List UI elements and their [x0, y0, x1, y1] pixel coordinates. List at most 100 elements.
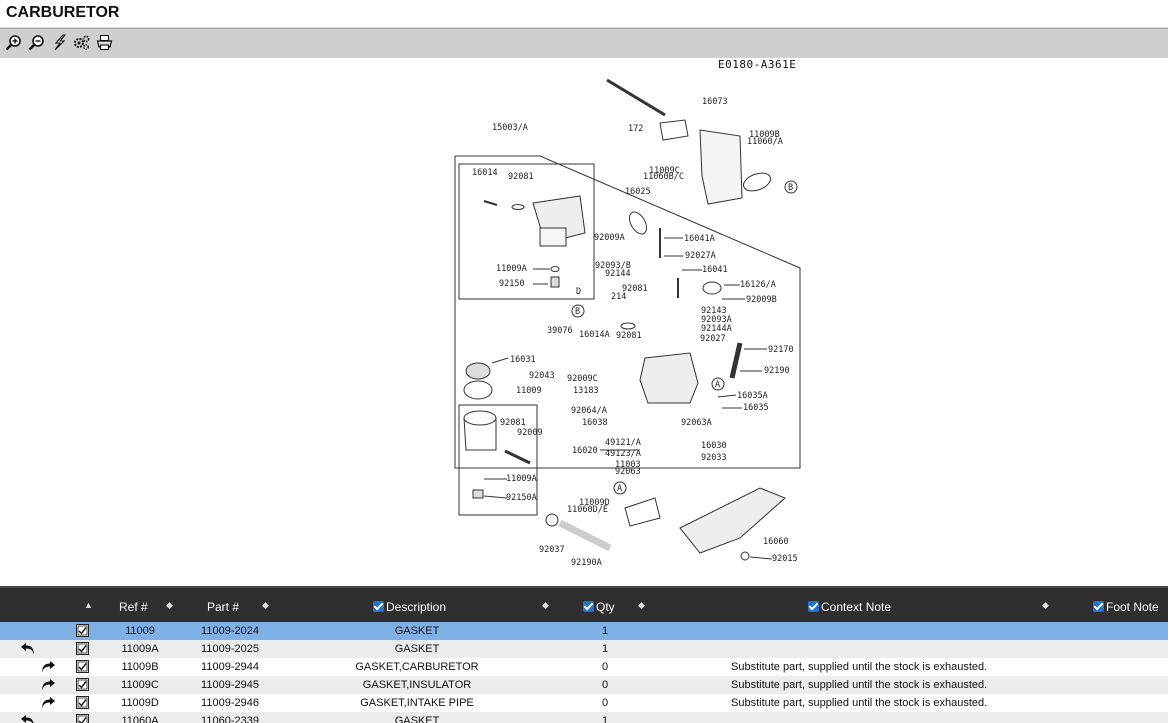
header-description[interactable]: Description — [373, 600, 446, 614]
diagram-callout[interactable]: A — [715, 380, 720, 390]
part-details-icon[interactable] — [76, 624, 89, 637]
diagram-callout[interactable]: 16041 — [702, 265, 728, 275]
diagram-callout[interactable]: 92043 — [529, 371, 555, 381]
zoom-in-icon[interactable] — [5, 34, 22, 51]
diagram-callout[interactable]: 49121/A — [605, 438, 641, 448]
header-part[interactable]: Part # — [207, 600, 240, 614]
diagram-callout[interactable]: 92144A — [701, 324, 732, 334]
diagram-callout[interactable]: 11060B/C — [643, 172, 684, 182]
diagram-callout[interactable]: 92037 — [539, 545, 565, 555]
diagram-callout[interactable]: 92093/B — [595, 261, 631, 271]
diagram-callout[interactable]: 92143 — [701, 306, 727, 316]
header-context-note[interactable]: Context Note — [808, 600, 891, 614]
diagram-callout[interactable]: 92063A — [681, 418, 712, 428]
part-details-icon[interactable] — [76, 660, 89, 673]
diagram-callout[interactable]: 92190 — [764, 366, 790, 376]
diagram-callout[interactable]: 92081 — [616, 331, 642, 341]
zoom-out-icon[interactable] — [28, 34, 45, 51]
highlight-icon[interactable] — [51, 34, 68, 51]
diagram-callout[interactable]: 11009 — [516, 386, 542, 396]
diagram-callout[interactable]: 92081 — [508, 172, 534, 182]
diagram-callout[interactable]: 11009A — [496, 264, 527, 274]
diagram-callout[interactable]: 13183 — [573, 386, 599, 396]
sort-icon[interactable]: ◆ — [166, 600, 173, 610]
checkbox-icon[interactable] — [373, 601, 384, 612]
diagram-callout[interactable]: 16020 — [572, 446, 598, 456]
substitute-back-arrow-icon[interactable] — [20, 641, 38, 656]
sort-icon[interactable]: ◆ — [262, 600, 269, 610]
diagram-callout[interactable]: 11003 — [615, 460, 641, 470]
sort-icon[interactable]: ◆ — [542, 600, 549, 610]
diagram-callout[interactable]: 11009A — [506, 474, 537, 484]
sort-icon[interactable]: ▲︎ — [84, 600, 93, 610]
diagram-callout[interactable]: 92093A — [701, 315, 732, 325]
diagram-callout[interactable]: 11009B — [749, 130, 780, 140]
diagram-callout[interactable]: 16014A — [579, 330, 610, 340]
diagram-callout[interactable]: 11009C — [649, 166, 680, 176]
diagram-callout[interactable]: 92063 — [615, 467, 641, 477]
diagram-callout[interactable]: 16025 — [625, 187, 651, 197]
header-foot-note[interactable]: Foot Note — [1093, 600, 1159, 614]
diagram-callout[interactable]: 92009A — [594, 233, 625, 243]
diagram-callout[interactable]: 11060D/E — [567, 505, 608, 515]
diagram-callout[interactable]: 172 — [628, 124, 643, 134]
diagram-callout[interactable]: 92027 — [700, 334, 726, 344]
diagram-callout[interactable]: 16126/A — [740, 280, 776, 290]
diagram-callout[interactable]: 11060/A — [747, 137, 783, 147]
checkbox-icon[interactable] — [583, 601, 594, 612]
diagram-callout[interactable]: 16014 — [472, 168, 498, 178]
diagram-callout[interactable]: A — [617, 484, 622, 494]
diagram-callout[interactable]: 16031 — [510, 355, 536, 365]
diagram-callout[interactable]: 214 — [611, 292, 626, 302]
diagram-callout[interactable]: 49123/A — [605, 449, 641, 459]
diagram-callout[interactable]: 92150A — [506, 493, 537, 503]
diagram-callout[interactable]: 11009D — [579, 498, 610, 508]
diagram-callout[interactable]: 15003/A — [492, 123, 528, 133]
diagram-callout[interactable]: 16073 — [702, 97, 728, 107]
sort-icon[interactable]: ◆ — [1042, 600, 1049, 610]
part-details-icon[interactable] — [76, 696, 89, 709]
diagram-callout[interactable]: D — [576, 287, 581, 297]
diagram-callout[interactable]: 16041A — [684, 234, 715, 244]
exploded-parts-diagram[interactable]: E0180-A361E — [0, 58, 1168, 586]
diagram-callout[interactable]: 92027A — [685, 251, 716, 261]
diagram-callout[interactable]: B — [575, 307, 580, 317]
checkbox-icon[interactable] — [808, 601, 819, 612]
diagram-callout[interactable]: 92033 — [701, 453, 727, 463]
diagram-callout[interactable]: 16035A — [737, 391, 768, 401]
sort-icon[interactable]: ◆ — [638, 600, 645, 610]
diagram-callout[interactable]: 92064/A — [571, 406, 607, 416]
diagram-callout[interactable]: 16030 — [701, 441, 727, 451]
diagram-callout[interactable]: 92009 — [517, 428, 543, 438]
part-details-icon[interactable] — [76, 714, 89, 723]
diagram-callout[interactable]: 92081 — [622, 284, 648, 294]
diagram-callout[interactable]: 39076 — [547, 326, 573, 336]
diagram-callout[interactable]: 92015 — [772, 554, 798, 564]
diagram-callout[interactable]: 92144 — [605, 269, 631, 279]
diagram-callout[interactable]: 16060 — [763, 537, 789, 547]
diagram-callout[interactable]: B — [788, 183, 793, 193]
header-qty[interactable]: Qty — [583, 600, 615, 614]
print-icon[interactable] — [96, 34, 113, 51]
part-details-icon[interactable] — [76, 678, 89, 691]
diagram-callout[interactable]: 92150 — [499, 279, 525, 289]
diagram-callout[interactable]: 16035 — [743, 403, 769, 413]
settings-icon[interactable] — [73, 34, 90, 51]
checkbox-icon[interactable] — [1093, 601, 1104, 612]
diagram-callout[interactable]: 92009C — [567, 374, 598, 384]
diagram-callout[interactable]: 92190A — [571, 558, 602, 568]
substitute-forward-arrow-icon[interactable] — [38, 695, 56, 710]
diagram-callout[interactable]: 16038 — [582, 418, 608, 428]
substitute-back-arrow-icon[interactable] — [20, 713, 38, 723]
header-ref[interactable]: Ref # — [119, 600, 148, 614]
part-details-icon[interactable] — [76, 642, 89, 655]
substitute-forward-arrow-icon[interactable] — [38, 659, 56, 674]
substitute-forward-arrow-icon[interactable] — [38, 677, 56, 692]
diagram-callout[interactable]: 92081 — [500, 418, 526, 428]
diagram-callout[interactable]: 92009B — [746, 295, 777, 305]
